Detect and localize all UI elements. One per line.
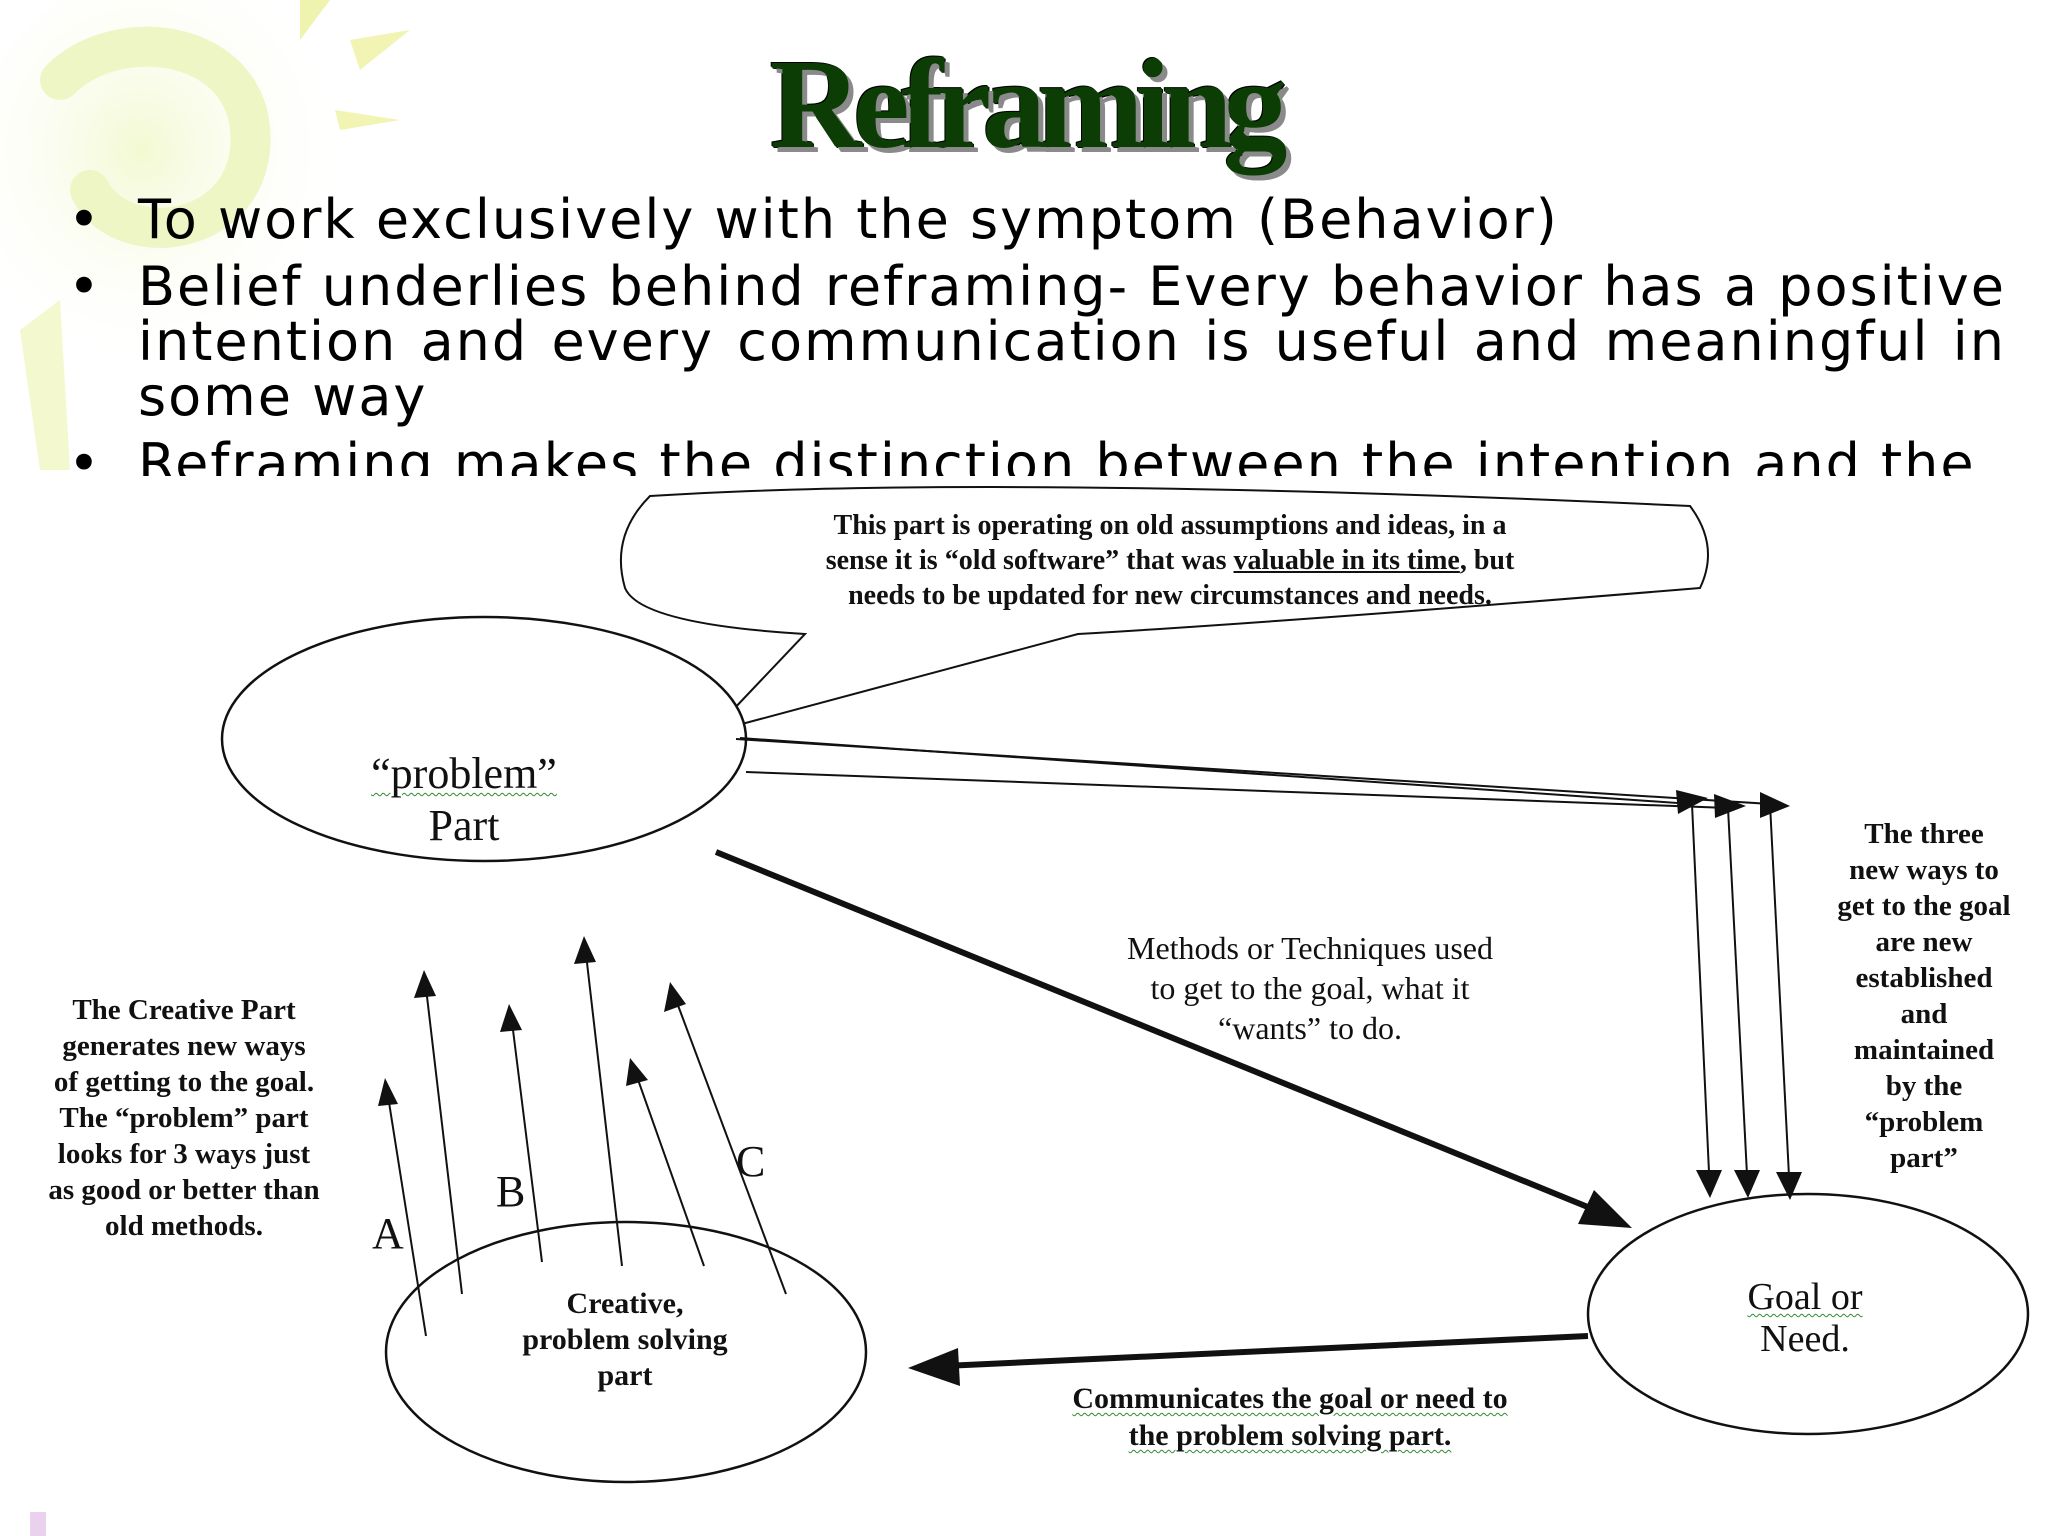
- callout-text: This part is operating on old assumption…: [640, 508, 1700, 613]
- communicates-label: Communicates the goal or need to the pro…: [1000, 1380, 1580, 1454]
- creative-note-line: The Creative Part: [72, 994, 296, 1026]
- arrow-label-c: C: [736, 1137, 766, 1186]
- communicates-arrow-head: [908, 1348, 960, 1386]
- methods-label-line: “wants” to do.: [1218, 1010, 1402, 1046]
- creative-part-label: Creative, problem solving part: [460, 1286, 790, 1394]
- parts-diagram: This part is operating on old assumption…: [0, 476, 2048, 1536]
- problem-part-label-line1: “problem”: [371, 749, 557, 798]
- three-ways-arrowheads: [1676, 790, 1802, 1200]
- creative-arrows: [387, 953, 787, 1337]
- callout-line: This part is operating on old assumption…: [833, 510, 1507, 541]
- slide-title: Reframing: [769, 33, 1287, 175]
- problem-part-label: “problem” Part: [284, 748, 644, 852]
- creative-part-oval: [384, 1220, 868, 1484]
- creative-part-label-line: problem solving: [522, 1323, 728, 1356]
- three-ways-note-line: by the: [1885, 1070, 1963, 1102]
- problem-part-label-line2: Part: [428, 801, 500, 850]
- three-ways-note-line: new ways to: [1849, 854, 1999, 886]
- bullet-item: Belief underlies behind reframing- Every…: [68, 259, 2006, 424]
- creative-note-line: of getting to the goal.: [53, 1066, 315, 1098]
- sun-ray-top: [300, 0, 330, 40]
- three-ways-note-line: “problem: [1864, 1106, 1984, 1138]
- three-ways-note-line: established: [1855, 962, 1993, 994]
- communicates-arrow-line: [943, 1333, 1589, 1369]
- three-ways-note-line: and: [1900, 998, 1948, 1030]
- goal-label: Goal or Need.: [1660, 1276, 1950, 1360]
- three-ways-note-line: The three: [1864, 818, 1984, 850]
- creative-note-line: as good or better than: [48, 1174, 320, 1206]
- creative-note-line: old methods.: [105, 1210, 263, 1242]
- creative-note-line: The “problem” part: [59, 1102, 309, 1134]
- bullet-item: Reframing makes the distinction between …: [68, 436, 2006, 476]
- diagram-shapes: [220, 486, 2030, 1484]
- callout-text-segment: , but: [1459, 545, 1515, 576]
- three-ways-note-line: part”: [1890, 1142, 1958, 1174]
- sun-ray-side: [335, 110, 400, 130]
- methods-arrow-line: [714, 849, 1602, 1215]
- creative-note-line: looks for 3 ways just: [57, 1138, 311, 1170]
- callout-text-segment: sense it is “old software” that was: [825, 545, 1234, 576]
- communicates-label-line: the problem solving part.: [1128, 1419, 1452, 1452]
- corner-accent: [30, 1512, 46, 1536]
- creative-part-label-line: Creative,: [566, 1287, 684, 1320]
- goal-label-line2: Need.: [1760, 1318, 1850, 1360]
- creative-arrowheads: [378, 936, 686, 1106]
- methods-label-line: Methods or Techniques used: [1127, 930, 1493, 966]
- callout-line: sense it is “old software” that was valu…: [640, 543, 1700, 578]
- goal-label-line1: Goal or: [1747, 1276, 1863, 1318]
- arrow-label-a: A: [372, 1209, 404, 1258]
- methods-arrow-head: [1578, 1190, 1632, 1228]
- bullet-list: To work exclusively with the symptom (Be…: [68, 192, 2006, 476]
- three-ways-note-line: get to the goal: [1837, 890, 2011, 922]
- creative-part-label-line: part: [597, 1359, 653, 1392]
- creative-note: The Creative Part generates new ways of …: [4, 992, 364, 1244]
- callout-underlined-phrase: valuable in its time: [1233, 545, 1460, 576]
- methods-label-line: to get to the goal, what it: [1150, 970, 1470, 1006]
- creative-note-line: generates new ways: [62, 1030, 306, 1062]
- sun-ray-right: [350, 30, 410, 70]
- three-ways-note: The three new ways to get to the goal ar…: [1802, 816, 2046, 1176]
- goal-oval: [1586, 1192, 2030, 1436]
- communicates-label-line: Communicates the goal or need to: [1072, 1382, 1508, 1415]
- three-ways-note-line: maintained: [1853, 1034, 1995, 1066]
- callout-line: needs to be updated for new circumstance…: [848, 580, 1492, 611]
- three-ways-note-line: are new: [1875, 926, 1973, 958]
- methods-label: Methods or Techniques used to get to the…: [1040, 928, 1580, 1048]
- bullet-item: To work exclusively with the symptom (Be…: [68, 192, 2006, 247]
- callout-bubble: [619, 486, 1709, 734]
- sun-ray-lower: [20, 300, 70, 470]
- arrow-label-b: B: [496, 1167, 526, 1216]
